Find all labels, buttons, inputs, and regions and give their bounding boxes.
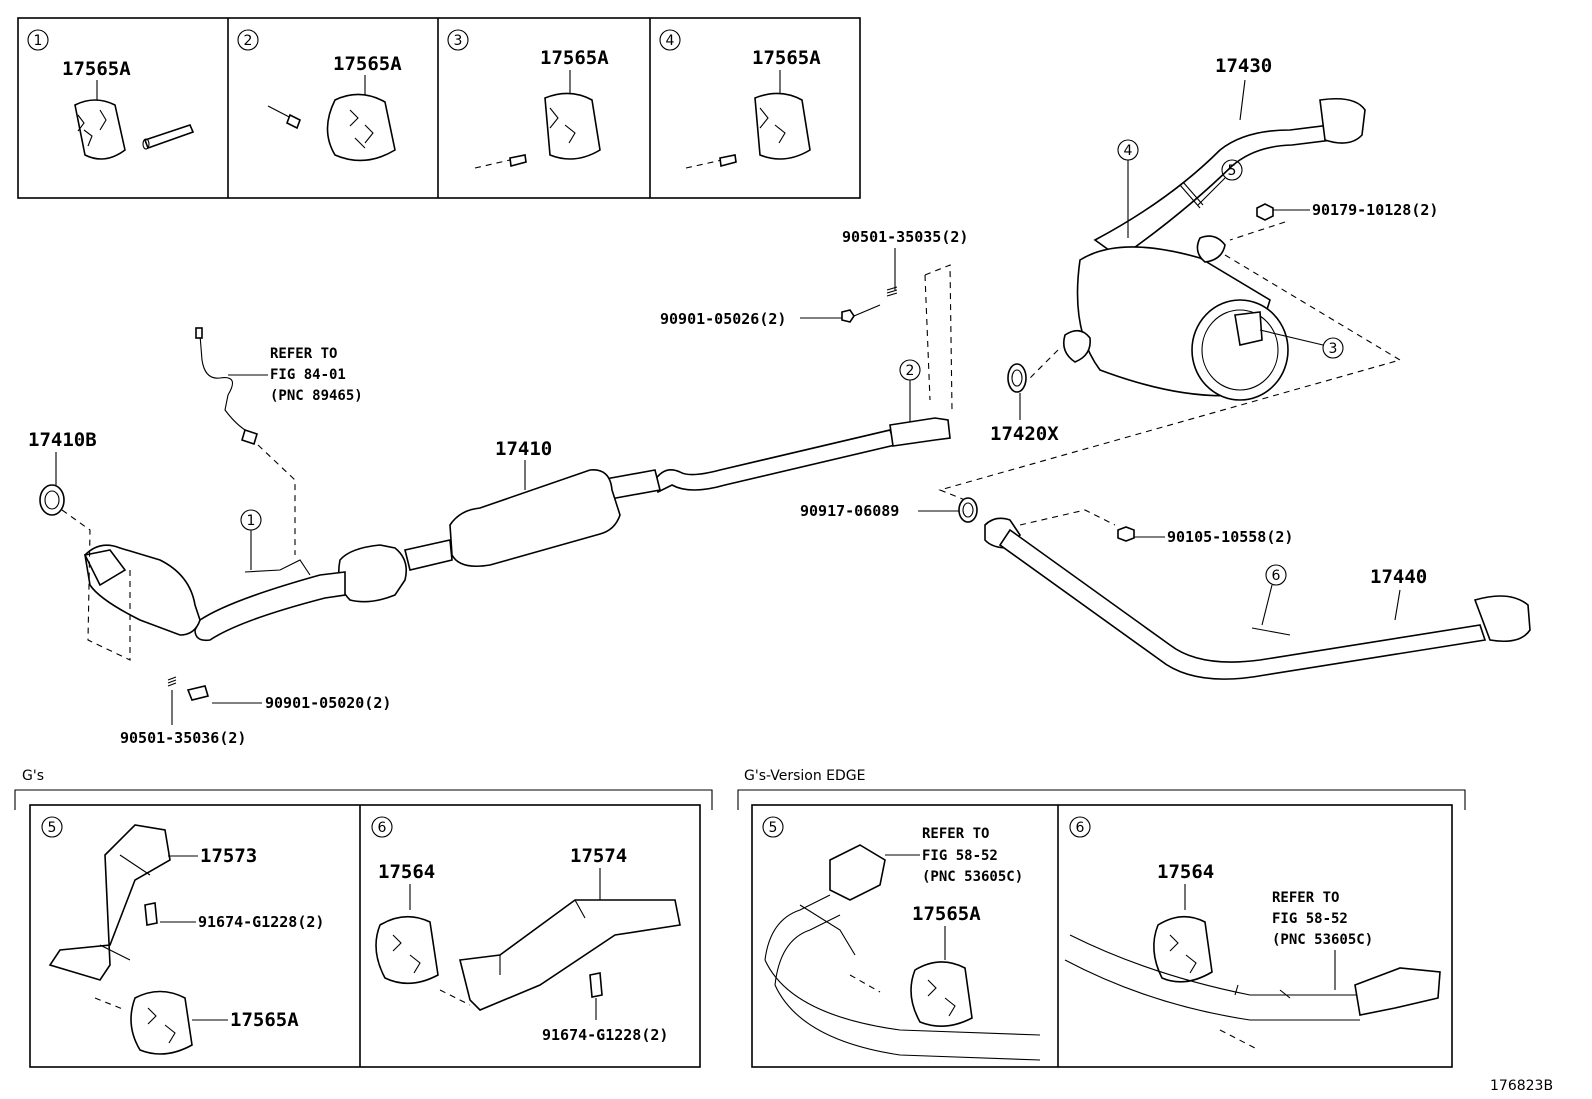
callout-number: 5 [769, 820, 778, 836]
body-pipe-section [1064, 934, 1441, 1021]
part-label-17565A: 17565A [752, 47, 821, 69]
part-label-17565A: 17565A [912, 903, 981, 925]
part-label-90917-06089: 90917-06089 [800, 502, 899, 520]
part-label-17410: 17410 [495, 438, 552, 460]
part-label-90501-35035: 90501-35035(2) [842, 228, 968, 246]
front-pipe [83, 544, 201, 636]
callout-circle-5 [41, 816, 63, 838]
tail-pipe-17440: 17440 [984, 509, 1531, 680]
refer-to-line-2: FIG 84-01 [270, 367, 346, 383]
hanger-rubber-icon [74, 99, 126, 160]
hanger-rubber-icon [326, 93, 396, 162]
refer-to-line-2: FIG 58-52 [1272, 911, 1348, 927]
callout-number: 3 [454, 33, 463, 49]
insets-frame [17, 17, 861, 199]
pin-icon [142, 124, 195, 150]
callout-number: 3 [1329, 341, 1338, 357]
part-label-17565A: 17565A [540, 47, 609, 69]
hanger-rubber-icon [130, 990, 193, 1055]
bracket-17574 [459, 899, 681, 1011]
gasket-17410B: 17410B [28, 429, 131, 661]
refer-to-line-3: (PNC 53605C) [1272, 932, 1373, 948]
o2-sensor-ref: REFER TO FIG 84-01 (PNC 89465) [195, 327, 363, 555]
callout-number: 5 [48, 820, 57, 836]
callout-number: 1 [34, 33, 43, 49]
gs-frame [29, 804, 701, 1068]
part-label-90901-05020: 90901-05020(2) [265, 694, 391, 712]
inset-3: 3 17565A [447, 29, 609, 169]
inset-4: 4 17565A [659, 29, 821, 169]
hanger-rubber-icon [754, 92, 811, 160]
refer-to-line-3: (PNC 53605C) [922, 869, 1023, 885]
part-label-91674-G1228: 91674-G1228(2) [542, 1026, 668, 1044]
part-label-90901-05026: 90901-05026(2) [660, 310, 786, 328]
callout-circle-5 [762, 816, 784, 838]
callout-number: 2 [244, 33, 253, 49]
callout-number: 6 [1272, 568, 1281, 584]
refer-to-line-1: REFER TO [1272, 890, 1339, 906]
gs-edge-frame [751, 804, 1453, 1068]
part-label-17573: 17573 [200, 845, 257, 867]
part-label-90179-10128: 90179-10128(2) [1312, 201, 1438, 219]
gasket-90917: 90917-06089 [800, 497, 978, 523]
inset-2: 2 17565A [237, 29, 402, 162]
figure-id: 176823B [1490, 1078, 1553, 1094]
part-label-17564: 17564 [1157, 861, 1214, 883]
refer-to-line-1: REFER TO [922, 826, 989, 842]
callout-number: 1 [247, 513, 256, 529]
part-label-17565A: 17565A [230, 1009, 299, 1031]
callout-circle-3 [1322, 337, 1344, 359]
part-label-17565A: 17565A [62, 58, 131, 80]
callout-number: 2 [906, 363, 915, 379]
part-label-90105-10558: 90105-10558(2) [1167, 528, 1293, 546]
part-label-17430: 17430 [1215, 55, 1272, 77]
callout-number: 4 [1124, 143, 1133, 159]
callout-number: 5 [1228, 163, 1237, 179]
part-label-90501-35036: 90501-35036(2) [120, 729, 246, 747]
part-label-17565A: 17565A [333, 53, 402, 75]
part-label-17420X: 17420X [990, 423, 1059, 445]
refer-to-line-3: (PNC 89465) [270, 388, 363, 404]
callout-circle-6 [1265, 564, 1287, 586]
callout-circle-6 [371, 816, 393, 838]
part-label-17410B: 17410B [28, 429, 97, 451]
section-gs-edge: G's-Version EDGE 5 REFER TO FIG 58-52 (P… [737, 768, 1466, 1068]
refer-to-line-2: FIG 58-52 [922, 848, 998, 864]
top-insets: 1 17565A 2 17565A [17, 17, 861, 199]
gasket-17420X: 17420X [990, 363, 1059, 445]
callout-circle-3 [447, 29, 469, 51]
callout-circle-2 [237, 29, 259, 51]
callout-number: 4 [666, 33, 675, 49]
hanger-rubber-icon [910, 961, 973, 1027]
hanger-rubber-icon [375, 915, 439, 985]
inset-1: 1 17565A [27, 29, 195, 160]
body-pipe-section [764, 844, 1041, 1061]
part-label-17564: 17564 [378, 861, 435, 883]
part-label-91674-G1228: 91674-G1228(2) [198, 913, 324, 931]
part-label-17574: 17574 [570, 845, 627, 867]
muffler [1062, 235, 1289, 401]
callout-circle-5 [1221, 159, 1243, 181]
section-label-gs: G's [22, 768, 44, 784]
callout-number: 6 [378, 820, 387, 836]
callout-circle-1 [27, 29, 49, 51]
part-label-17440: 17440 [1370, 566, 1427, 588]
main-assembly: 17430 4 5 3 90179-10128(2) [28, 55, 1531, 747]
callout-circle-6 [1069, 816, 1091, 838]
bracket-17573 [48, 824, 171, 981]
section-gs: G's 5 17573 91674-G1228(2) 17565A 6 1756… [14, 768, 713, 1068]
hanger-rubber-icon [544, 92, 601, 160]
section-label-gs-edge: G's-Version EDGE [744, 768, 865, 784]
tail-pipe-17430: 17430 [1093, 55, 1366, 259]
callout-circle-4 [659, 29, 681, 51]
callout-number: 6 [1076, 820, 1085, 836]
nut-90179: 90179-10128(2) [1229, 201, 1438, 241]
center-pipe-17410: 17410 [194, 417, 951, 642]
refer-to-line-1: REFER TO [270, 346, 337, 362]
